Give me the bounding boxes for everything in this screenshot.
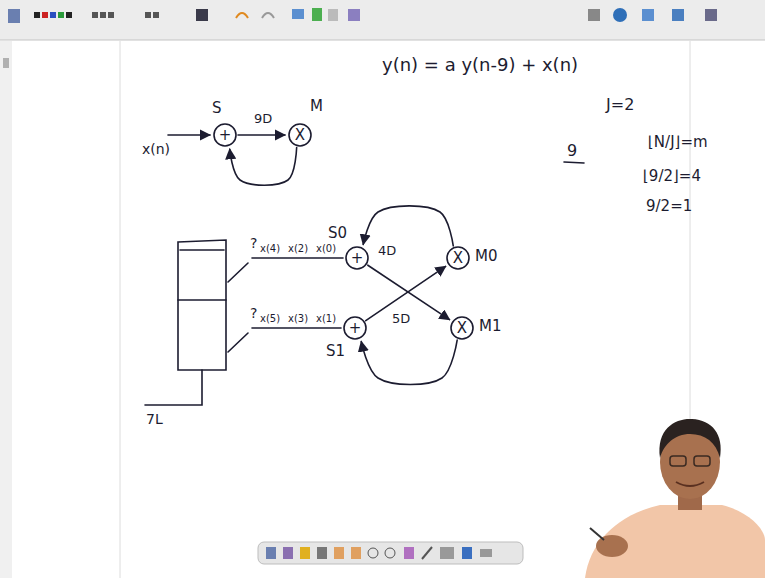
switch-label: ? xyxy=(250,306,257,321)
sample-name: x(1) xyxy=(316,313,336,324)
block-label: 7L xyxy=(146,412,163,427)
formula-note: 9/2=1 xyxy=(646,198,692,215)
multiplier-node: MX xyxy=(288,123,312,147)
page-border xyxy=(120,41,121,578)
delay-label: 5D xyxy=(390,311,412,326)
sample-name: x(3) xyxy=(288,313,308,324)
operator-symbol: X xyxy=(295,128,305,143)
node-name: S xyxy=(212,101,222,116)
signal-connector xyxy=(363,206,453,246)
operator-symbol: + xyxy=(349,321,362,336)
operator-symbol: + xyxy=(351,251,364,266)
presenter-video xyxy=(585,419,765,578)
adder-node: S0+ xyxy=(345,246,369,270)
input-signal: x(n) xyxy=(142,142,170,157)
signal-connector xyxy=(230,148,297,186)
operator-symbol: X xyxy=(453,251,463,266)
node-name: S0 xyxy=(328,226,347,241)
switch-label: ? xyxy=(250,236,257,251)
delay-label: 9D xyxy=(252,111,274,126)
side-strip xyxy=(0,41,12,578)
drawing-toolbar xyxy=(258,542,523,564)
sample-name: x(5) xyxy=(260,313,280,324)
sample-name: x(2) xyxy=(288,243,308,254)
sample-name: x(4) xyxy=(260,243,280,254)
operator-symbol: + xyxy=(219,128,232,143)
difference-equation: y(n) = a y(n-9) + x(n) xyxy=(382,55,578,75)
node-name: S1 xyxy=(326,344,345,359)
adder-node: S+ xyxy=(213,123,237,147)
multiplier-node: XM0 xyxy=(446,246,470,270)
parameter-note: J=2 xyxy=(606,96,634,114)
node-name: M xyxy=(310,99,323,114)
signal-connector xyxy=(238,134,285,136)
sample-name: x(0) xyxy=(316,243,336,254)
adder-node: +S1 xyxy=(343,316,367,340)
node-name: M0 xyxy=(475,249,498,264)
signal-connector xyxy=(361,340,457,384)
delay-value: 9 xyxy=(567,142,577,160)
formula-note: ⌊9/2⌋=4 xyxy=(643,168,701,185)
node-name: M1 xyxy=(479,319,502,334)
app-toolbar xyxy=(0,0,765,40)
multiplier-node: XM1 xyxy=(450,316,474,340)
operator-symbol: X xyxy=(457,321,467,336)
formula-note: ⌊N/J⌋=m xyxy=(648,134,708,151)
delay-label: 4D xyxy=(376,243,398,258)
ink-sketch xyxy=(145,135,584,405)
